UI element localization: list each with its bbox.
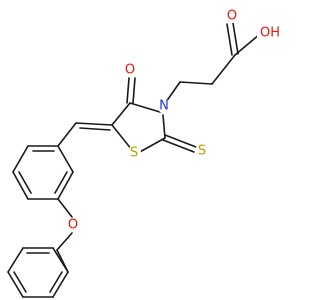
ketone-oxygen-atom: O [123, 63, 137, 78]
bond-ring2-a [52, 271, 69, 298]
bond-ch2-n [165, 81, 181, 103]
bond-ring2-c [7, 271, 24, 298]
bond-ring1-inner-b [54, 171, 68, 194]
bond-exo-c-c-double-a [75, 122, 113, 126]
bond-o-ch2 [56, 232, 73, 251]
acid-carbonyl-oxygen-label: O [227, 9, 237, 24]
bond-ring2-inner-c [13, 271, 27, 293]
ring-nitrogen-label: N [159, 99, 169, 114]
bond-ring1-inner-c [18, 171, 32, 194]
bond-c4-c5 [111, 102, 131, 126]
bond-c5-s1 [111, 124, 133, 151]
bond-ch2-ch2 [179, 81, 213, 85]
ether-oxygen-atom: O [66, 218, 80, 233]
bond-s1-c2 [137, 137, 166, 154]
bond-acid-c-o-double-b [232, 22, 239, 55]
bond-n-c4 [129, 102, 161, 113]
ring-sulfur-label: S [130, 146, 138, 161]
ether-oxygen-label: O [68, 218, 78, 233]
bond-ring2-d [7, 247, 24, 273]
acid-hydroxyl-label: OH [260, 26, 280, 41]
acid-hydroxyl-group: OH [257, 25, 283, 41]
bond-ring1-a [57, 145, 74, 173]
bond-vinyl-aryl [57, 122, 77, 147]
bond-acid-c-oh [234, 33, 261, 56]
bond-exo-c-c-double-b [79, 127, 111, 131]
bond-ring1-d [12, 171, 29, 200]
bond-ring2-inner-b [49, 271, 63, 293]
bond-c2-s-double-b [162, 139, 195, 153]
bond-ring2-f [52, 247, 69, 273]
bond-c4-o-double-b [132, 77, 136, 104]
bond-c4-o-double-a [126, 77, 130, 104]
bond-ring1-e [12, 145, 29, 173]
molecule-structure-diagram: O N S S O OH O [7, 8, 283, 298]
bond-acid-c-o-double-a [226, 23, 233, 56]
bond-c2-s-double-a [164, 134, 197, 148]
acid-carbonyl-oxygen-atom: O [225, 9, 239, 24]
thione-sulfur-atom: S [195, 144, 209, 159]
ring-nitrogen-atom: N [157, 99, 171, 114]
bond-aryl-o [57, 198, 73, 218]
bond-c2-n [162, 114, 166, 139]
thione-sulfur-label: S [198, 144, 206, 159]
bond-acid-c-ch2 [211, 54, 236, 85]
bond-ring1-b [57, 171, 74, 200]
ring-sulfur-atom: S [127, 146, 141, 161]
bond-lines [7, 22, 261, 298]
atom-labels: O N S S O OH O [66, 9, 283, 233]
ketone-oxygen-label: O [125, 63, 135, 78]
